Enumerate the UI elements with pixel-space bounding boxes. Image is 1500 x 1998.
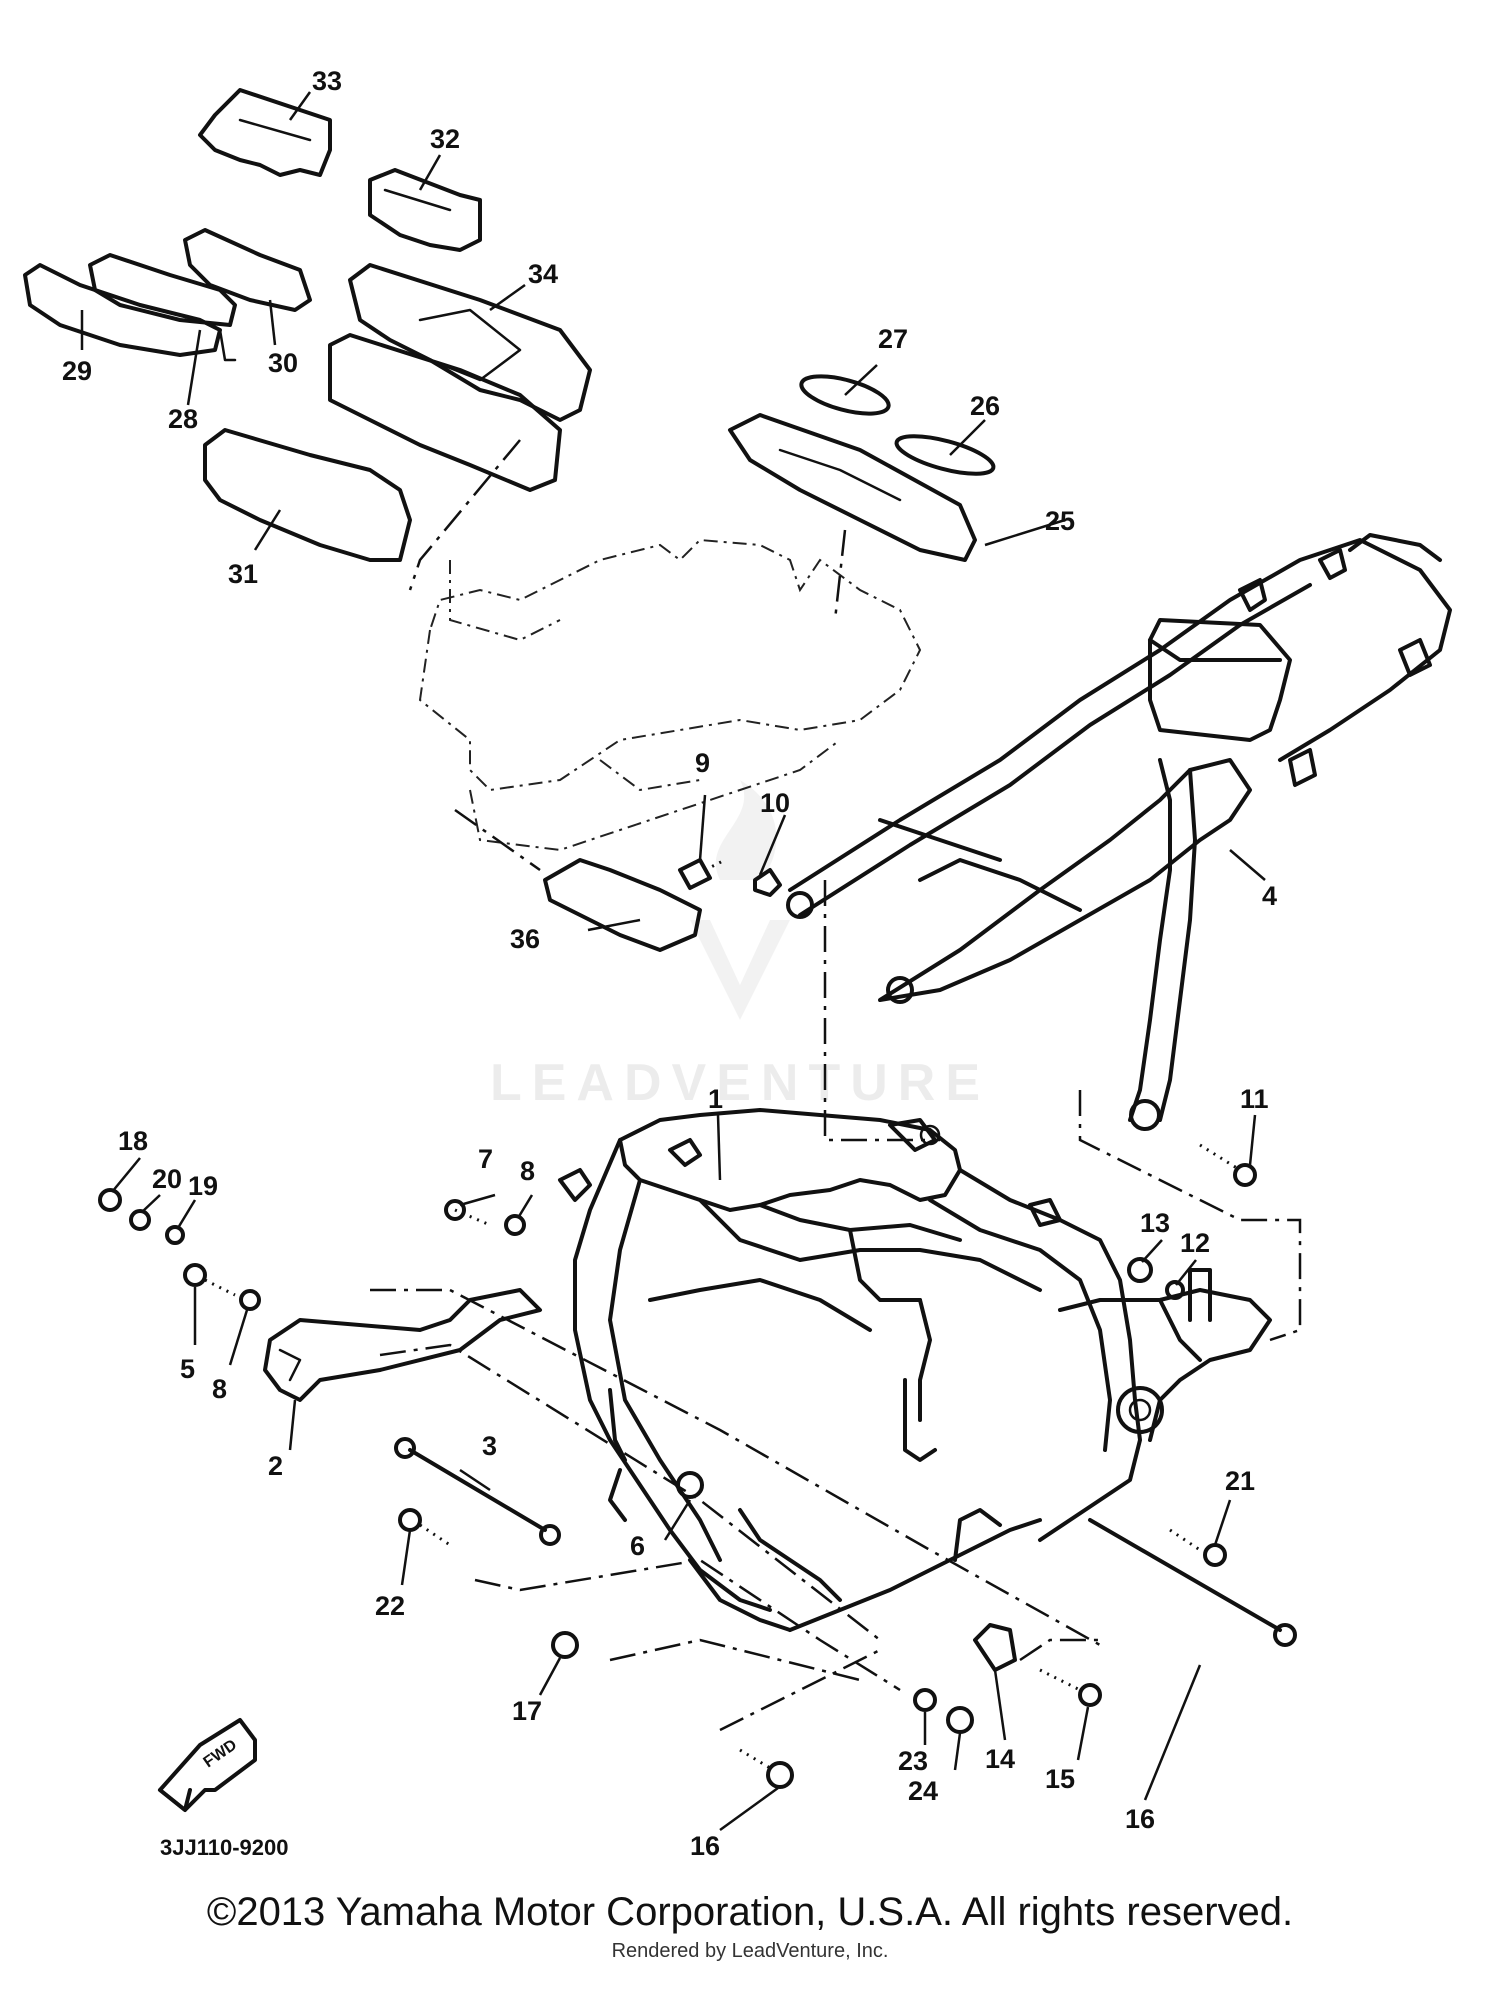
part-13-collar [1127, 1257, 1153, 1283]
part-14-bracket [973, 1623, 1017, 1672]
leader-lines [80, 91, 1266, 1832]
callout-26: 25 [1045, 506, 1075, 536]
callout-14: 14 [985, 1744, 1015, 1774]
callout-11: 11 [1240, 1084, 1269, 1114]
part-28-outline [799, 374, 891, 416]
callout-33: 32 [430, 124, 460, 154]
callout-6: 6 [630, 1531, 645, 1561]
callout-24: 23 [898, 1746, 928, 1776]
part-8-washer-top [504, 1214, 526, 1236]
part-20-washer [165, 1225, 185, 1245]
part-23-bolt [398, 1508, 422, 1532]
callout-3: 3 [482, 1431, 497, 1461]
part-34-outline [198, 88, 332, 177]
callout-4: 4 [1262, 881, 1277, 911]
fasteners [98, 858, 1297, 1789]
leadventure-watermark: LEADVENTURE [490, 780, 990, 1112]
part-18-collar [551, 1631, 579, 1659]
callout-19: 18 [118, 1126, 148, 1156]
callout-28: 27 [878, 324, 908, 354]
part-31-outline [183, 228, 312, 312]
part-25-collar [946, 1706, 974, 1734]
part-32-block [328, 333, 562, 492]
callout-32: 31 [228, 559, 258, 589]
callout-20: 19 [188, 1171, 218, 1201]
callout-13: 13 [1140, 1208, 1170, 1238]
watermark-text: LEADVENTURE [490, 1054, 990, 1112]
callout-35: 34 [528, 259, 558, 289]
callout-17: 16 [690, 1831, 720, 1861]
part-21-washer [129, 1209, 151, 1231]
part-27-outline [894, 434, 996, 476]
part-10-nut [753, 868, 782, 897]
part-5-bolt [183, 1263, 207, 1287]
part-11-bolt [1233, 1163, 1257, 1187]
callout-29: 28 [168, 404, 198, 434]
part-3-rod [408, 1448, 547, 1532]
rear-frame [786, 533, 1452, 1131]
callout-8-left: 8 [212, 1374, 227, 1404]
callout-10: 10 [760, 788, 790, 818]
callout-27: 26 [970, 391, 1000, 421]
part-8-washer-left [239, 1289, 261, 1311]
callout-23: 22 [375, 1591, 405, 1621]
callout-7: 7 [478, 1144, 493, 1174]
callout-1: 1 [708, 1084, 723, 1114]
assembly-lines [370, 439, 1302, 1732]
callout-21: 20 [152, 1164, 182, 1194]
part-26-outline [728, 413, 977, 562]
part-29-outline [88, 253, 237, 327]
callout-labels: 33 32 34 30 29 28 31 27 26 25 4 9 10 36 … [62, 66, 1277, 1861]
callout-15: 15 [1045, 1764, 1075, 1794]
main-frame [558, 1108, 1272, 1632]
callout-2: 2 [268, 1451, 283, 1481]
callout-31: 30 [268, 348, 298, 378]
diagram-code: 3JJ110-9200 [160, 1835, 288, 1860]
callout-5: 5 [180, 1354, 195, 1384]
copyright-notice: ©2013 Yamaha Motor Corporation, U.S.A. A… [206, 1890, 1294, 1934]
part-6-collar [676, 1471, 704, 1499]
part-15-bolt [1078, 1683, 1102, 1707]
callout-22: 21 [1225, 1466, 1255, 1496]
engine-phantom-outline [418, 538, 922, 852]
part-22-bolt [1203, 1543, 1227, 1567]
part-33-outline [368, 168, 482, 252]
part-9-bolt [678, 858, 712, 890]
callout-18: 17 [512, 1696, 542, 1726]
part-32-outline [203, 428, 412, 562]
callout-34: 33 [312, 66, 342, 96]
callout-16: 16 [1125, 1804, 1155, 1834]
part-17-bolt [766, 1761, 794, 1789]
callout-25: 24 [908, 1776, 938, 1806]
callout-9: 9 [695, 748, 710, 778]
forward-arrow-icon: FWD [158, 1718, 257, 1812]
callout-8-top: 8 [520, 1156, 535, 1186]
part-36-outline [543, 858, 702, 952]
callout-30: 29 [62, 356, 92, 386]
part-7-bolt [444, 1199, 466, 1221]
engine-covers-right [728, 374, 996, 562]
part-12-washer [1165, 1280, 1185, 1300]
part-30-outline [23, 263, 222, 357]
callout-12: 12 [1180, 1228, 1210, 1258]
engine-mount-bracket [263, 1288, 542, 1402]
part-19-nut [98, 1188, 122, 1212]
part-35-outline [348, 263, 592, 422]
part-16-rod [1088, 1518, 1282, 1632]
rendered-by-credit: Rendered by LeadVenture, Inc. [611, 1940, 889, 1962]
callout-36: 36 [510, 924, 540, 954]
engine-covers-upper [23, 88, 592, 562]
part-24-washer [913, 1688, 937, 1712]
